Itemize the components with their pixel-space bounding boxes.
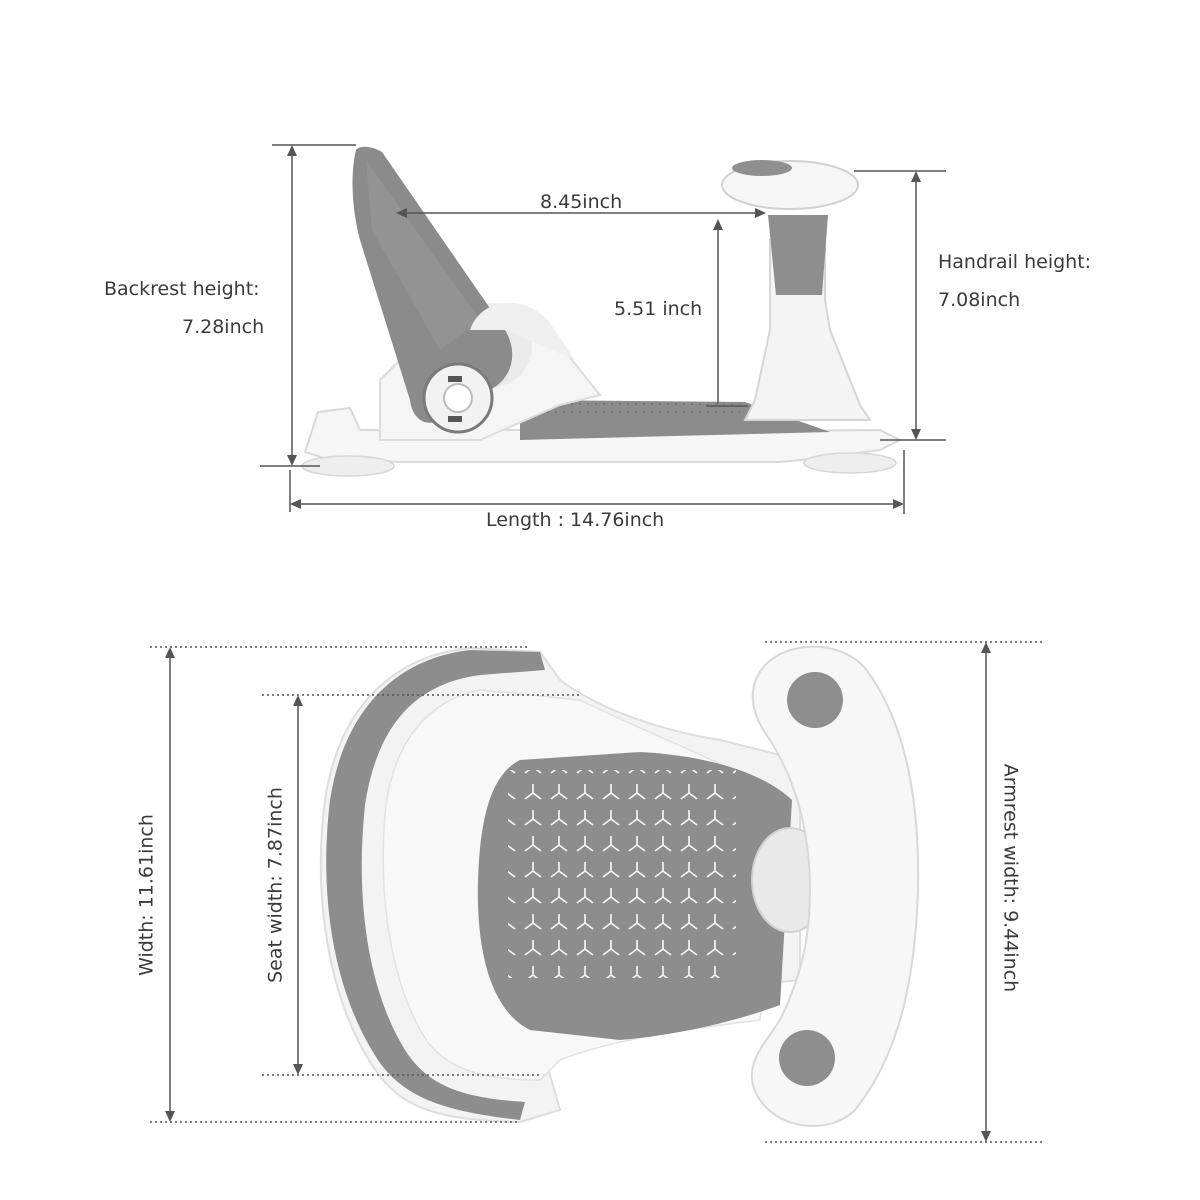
seat-width-label: Seat width: 7.87inch bbox=[264, 787, 287, 983]
top-dimension-lines bbox=[150, 641, 1045, 1143]
handrail-height-label: Handrail height: bbox=[938, 251, 1092, 273]
top-view-drawing bbox=[319, 645, 920, 1127]
width-label: Width: 11.61inch bbox=[135, 814, 158, 976]
side-arrowheads bbox=[287, 145, 921, 509]
side-backrest bbox=[352, 146, 575, 434]
backrest-height-label: Backrest height: bbox=[104, 278, 260, 300]
backrest-height-value: 7.28inch bbox=[182, 316, 265, 338]
top-arrowheads bbox=[165, 642, 991, 1142]
seat-depth-value: 8.45inch bbox=[540, 191, 623, 213]
handrail-height-value: 7.08inch bbox=[938, 289, 1021, 311]
seat-height-value: 5.51 inch bbox=[614, 298, 703, 320]
length-label: Length : 14.76inch bbox=[486, 509, 665, 531]
side-dimension-lines bbox=[260, 144, 946, 514]
side-handrail bbox=[721, 160, 872, 421]
armrest-width-label: Armrest width: 9.44inch bbox=[999, 763, 1022, 993]
